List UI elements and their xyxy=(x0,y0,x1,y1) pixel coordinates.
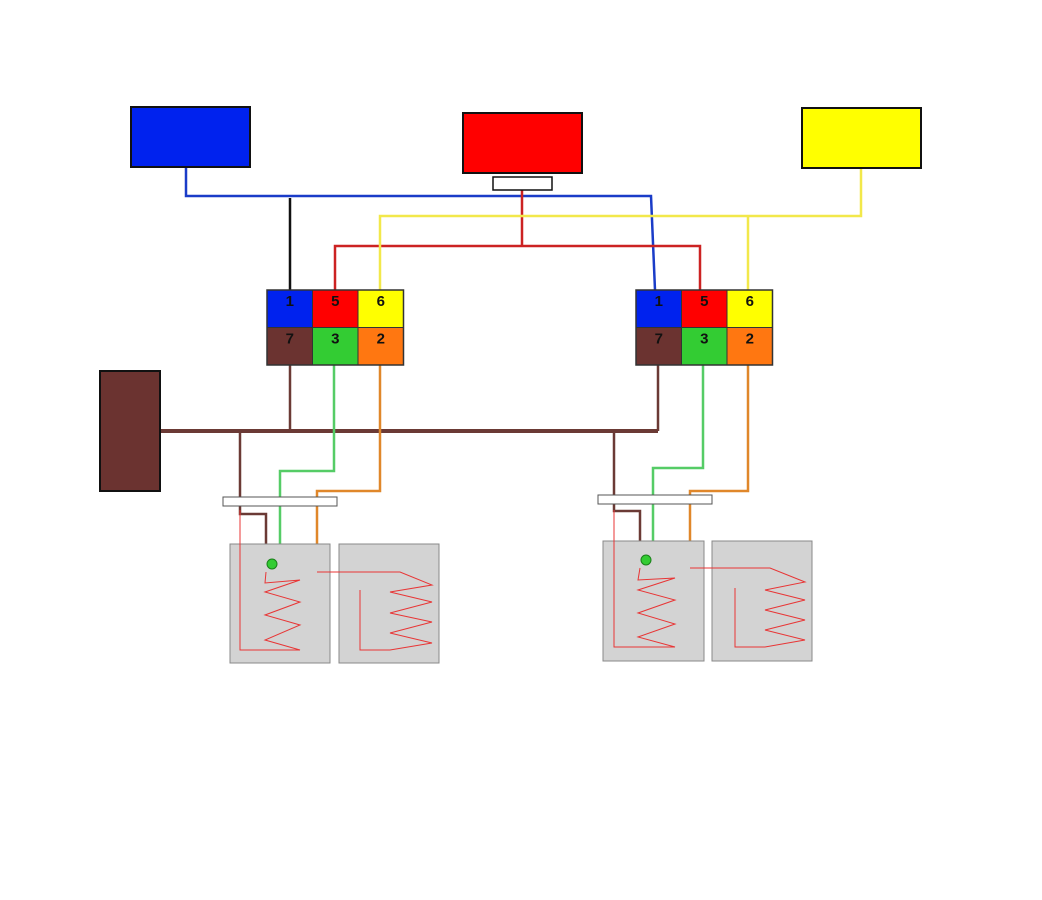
connector-border xyxy=(635,289,774,366)
green-wire-right xyxy=(651,365,705,558)
coil-left-b xyxy=(317,571,434,651)
connector-border xyxy=(266,289,405,366)
yellow-source-box xyxy=(801,107,922,169)
pin-label: 5 xyxy=(700,293,708,310)
wires xyxy=(160,167,863,572)
red-source-box xyxy=(462,112,583,174)
pin-label: 7 xyxy=(286,331,294,348)
mount-bar-left xyxy=(222,496,338,507)
pin-label: 1 xyxy=(655,293,663,310)
green-terminal-left xyxy=(266,558,278,570)
blue-wire xyxy=(184,167,657,291)
tank-group-left xyxy=(229,510,440,664)
tank-left-a xyxy=(229,543,331,664)
connector-left: 1 5 6 7 3 2 xyxy=(266,289,405,366)
pin-label: 3 xyxy=(331,331,339,348)
pin-cell-orange xyxy=(357,327,404,366)
pin-label: 1 xyxy=(286,293,294,310)
pin-label: 2 xyxy=(746,331,754,348)
red-source-tab xyxy=(492,176,553,191)
coil-right-b xyxy=(690,567,807,648)
pin-label: 6 xyxy=(746,293,754,310)
tank-group-right xyxy=(602,510,813,662)
pin-label: 5 xyxy=(331,293,339,310)
green-wire-left xyxy=(278,365,336,562)
pin-cell-orange xyxy=(726,327,773,366)
brown-ground-block xyxy=(99,370,161,492)
red-wire-branch xyxy=(333,244,702,290)
tank-left-b xyxy=(338,543,440,664)
yellow-wire xyxy=(378,168,863,290)
orange-wire-right xyxy=(688,365,750,568)
pin-cell-red xyxy=(681,289,728,328)
pin-label: 7 xyxy=(655,331,663,348)
mount-bar-right xyxy=(597,494,713,505)
green-terminal-right xyxy=(640,554,652,566)
orange-wire-left xyxy=(315,365,382,572)
pin-label: 6 xyxy=(377,293,385,310)
pin-label: 3 xyxy=(700,331,708,348)
brown-wire-left-tank xyxy=(238,431,268,562)
blue-source-box xyxy=(130,106,251,168)
brown-wire-right-tank xyxy=(612,431,642,558)
tank-right-a xyxy=(602,540,705,662)
connector-right: 1 5 6 7 3 2 xyxy=(635,289,774,366)
coil-right-a xyxy=(613,510,677,648)
tank-right-b xyxy=(711,540,813,662)
pin-label: 2 xyxy=(377,331,385,348)
coil-left-a xyxy=(239,510,302,651)
pin-cell-brown xyxy=(635,327,682,366)
